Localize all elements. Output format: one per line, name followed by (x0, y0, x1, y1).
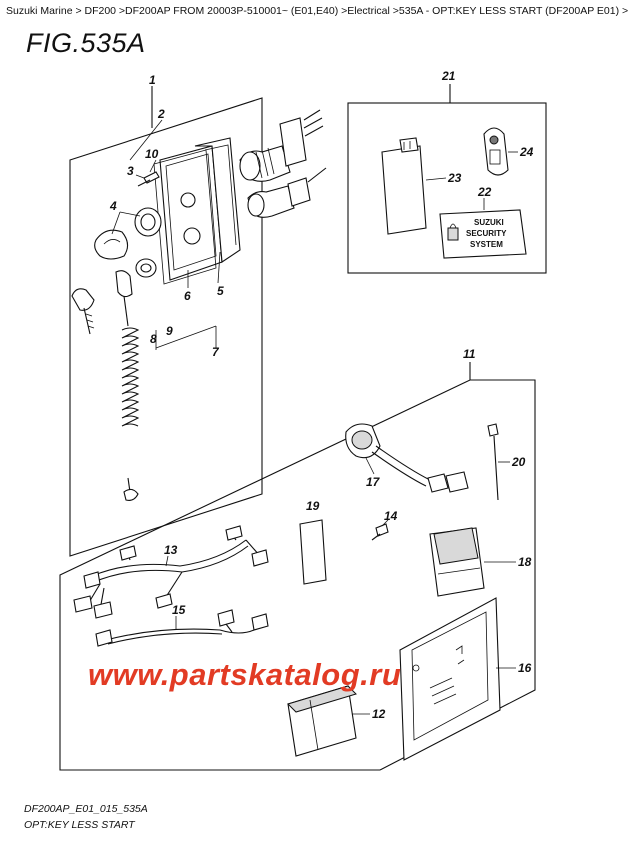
callout-14: 14 (384, 509, 398, 523)
callout-numbers: 1 2 3 4 5 6 7 8 9 10 11 12 13 14 15 16 1… (109, 69, 534, 721)
group-box-21 (347, 84, 547, 274)
callout-24: 24 (519, 145, 534, 159)
leader-lines (111, 119, 518, 715)
figure-caption: OPT:KEY LESS START (24, 819, 135, 831)
callout-19: 19 (306, 499, 320, 513)
callout-21: 21 (441, 69, 456, 83)
switch-knob (94, 229, 129, 260)
nut (135, 258, 157, 278)
security-sticker (439, 209, 527, 259)
control-unit (399, 597, 501, 761)
security-key-fob (483, 127, 509, 176)
group-box-11 (59, 362, 536, 771)
antenna-sensor (345, 423, 469, 493)
key-fob (71, 288, 95, 335)
callout-22: 22 (477, 185, 492, 199)
callout-3: 3 (127, 164, 134, 178)
wiring-harness-15 (95, 609, 269, 647)
callout-18: 18 (518, 555, 532, 569)
callout-12: 12 (372, 707, 386, 721)
receiver-unit (429, 527, 485, 597)
sticker-line-1: SUZUKI (474, 218, 504, 227)
adhesive-pad (299, 519, 327, 585)
callout-23: 23 (447, 171, 462, 185)
callout-4: 4 (109, 199, 117, 213)
wiring-harness-13 (73, 525, 269, 619)
callout-13: 13 (164, 543, 178, 557)
group-box-1 (69, 86, 263, 557)
callout-9: 9 (166, 324, 173, 338)
watermark-link[interactable]: www.partskatalog.ru (88, 657, 402, 692)
figure-code: DF200AP_E01_015_535A (24, 803, 148, 815)
callout-20: 20 (511, 455, 526, 469)
sticker-line-3: SYSTEM (470, 240, 503, 249)
callout-5: 5 (217, 284, 224, 298)
callout-11: 11 (463, 347, 476, 361)
switch-holder-plate (159, 137, 241, 281)
cable-tie (487, 423, 499, 501)
switch-connector-top (239, 109, 324, 182)
connector-cover (287, 685, 357, 757)
breadcrumb[interactable]: Suzuki Marine > DF200 >DF200AP FROM 2000… (6, 5, 628, 17)
callout-7: 7 (212, 345, 220, 359)
sticker-line-2: SECURITY (466, 229, 507, 238)
switch-connector-bottom (247, 167, 327, 218)
ring-nut (134, 207, 162, 237)
callout-17: 17 (366, 475, 381, 489)
callout-10: 10 (145, 147, 159, 161)
callout-1: 1 (149, 73, 156, 87)
parts-diagram: SUZUKI SECURITY SYSTEM (59, 69, 547, 771)
control-module (381, 137, 427, 235)
emergency-lanyard (115, 270, 140, 501)
small-screw (371, 523, 389, 541)
callout-2: 2 (157, 107, 165, 121)
figure-title: FIG.535A (26, 28, 146, 58)
callout-15: 15 (172, 603, 186, 617)
callout-6: 6 (184, 289, 191, 303)
callout-16: 16 (518, 661, 532, 675)
screw (137, 171, 160, 187)
gasket (153, 149, 217, 285)
callout-8: 8 (150, 332, 157, 346)
